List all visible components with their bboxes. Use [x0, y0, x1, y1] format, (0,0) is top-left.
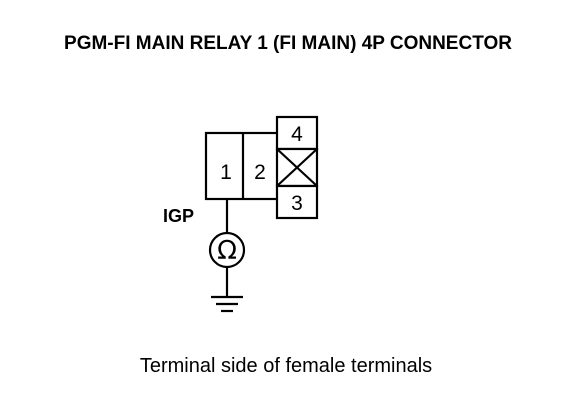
terminal-3-label: 3 — [291, 192, 303, 215]
ohm-symbol: Ω — [217, 236, 237, 266]
igp-label: IGP — [163, 206, 194, 226]
terminal-2-label: 2 — [254, 161, 266, 184]
terminal-1-label: 1 — [220, 161, 232, 184]
diagram-title: PGM-FI MAIN RELAY 1 (FI MAIN) 4P CONNECT… — [64, 33, 512, 54]
connector-4p: 1 2 4 3 — [204, 115, 319, 220]
terminal-4-label: 4 — [291, 123, 303, 146]
ohmmeter-icon: Ω — [208, 231, 246, 269]
terminal-4-cell — [275, 115, 319, 151]
ground-icon — [211, 295, 243, 313]
diagram-caption: Terminal side of female terminals — [140, 355, 432, 377]
terminal-3-cell — [275, 184, 319, 220]
blank-cavity-cross-b — [276, 148, 318, 187]
